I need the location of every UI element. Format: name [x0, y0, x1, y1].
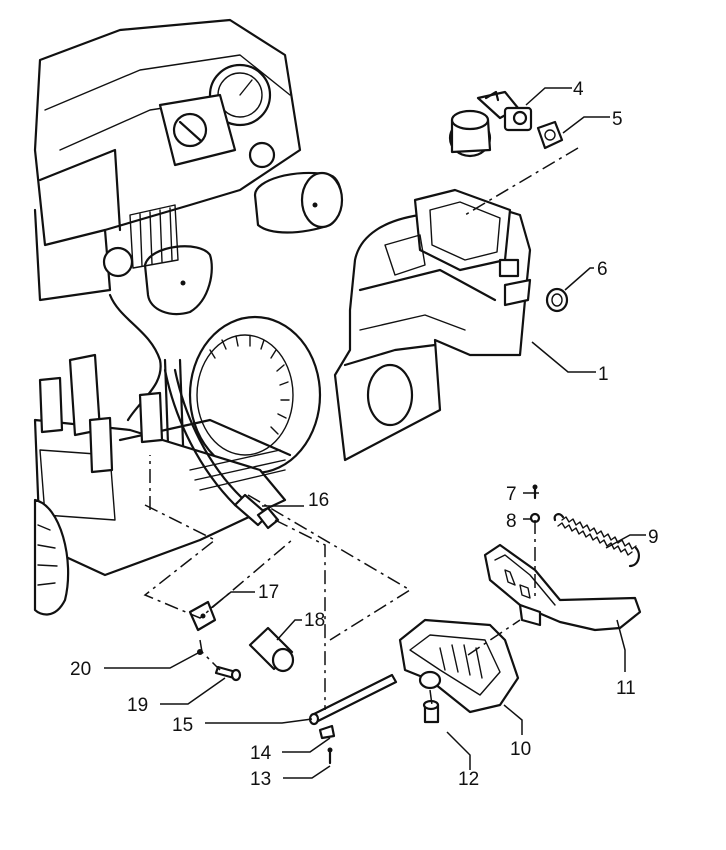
callout-20: 20: [70, 659, 91, 680]
part-14-clip: [318, 724, 336, 740]
callout-11: 11: [616, 678, 636, 699]
part-11-lever: [483, 543, 642, 632]
part-7-screw: [532, 484, 538, 500]
callout-4: 4: [573, 79, 584, 100]
callout-9: 9: [648, 527, 659, 548]
callout-5: 5: [612, 109, 623, 130]
callout-19: 19: [127, 695, 148, 716]
callout-leaders: [104, 87, 646, 779]
part-13-pin: [327, 747, 333, 765]
part-10-bracket: [398, 618, 520, 714]
callout-14: 14: [250, 743, 272, 764]
callout-labels: 4 5 6 1 7 8 9 16 17 18 20 19 11 15 10 14…: [70, 79, 659, 790]
assembly-centerlines: [143, 147, 579, 710]
part-19-screw: [214, 665, 242, 682]
sprayer-base-assembly: [33, 18, 344, 616]
callout-16: 16: [308, 490, 329, 511]
callout-13: 13: [250, 769, 271, 790]
callout-12: 12: [458, 769, 479, 790]
callout-1: 1: [598, 364, 609, 385]
callout-7: 7: [506, 484, 517, 505]
part-6-bushing: [545, 287, 569, 313]
callout-15: 15: [172, 715, 193, 736]
callout-6: 6: [597, 259, 608, 280]
part-12-screw: [422, 699, 440, 724]
part-17-plate: [188, 600, 217, 632]
part-1-shroud: [333, 188, 532, 462]
callout-18: 18: [304, 610, 325, 631]
part-4-valve: [448, 90, 533, 158]
part-5-gasket: [536, 120, 564, 150]
part-15-rod: [308, 673, 398, 726]
part-9-spring: [553, 513, 640, 568]
callout-17: 17: [258, 582, 279, 603]
callout-8: 8: [506, 511, 517, 532]
callout-10: 10: [510, 739, 531, 760]
part-18-coupler: [248, 626, 295, 673]
